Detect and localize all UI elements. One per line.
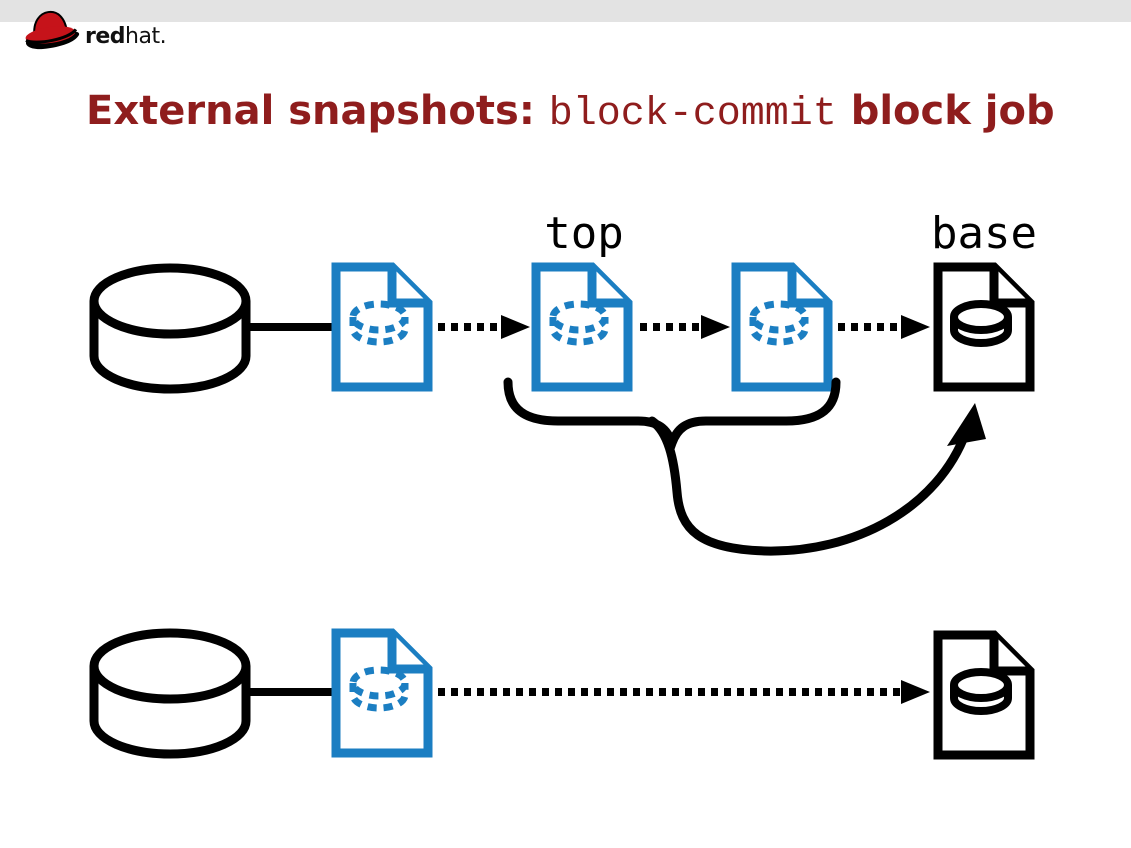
label-base: base bbox=[931, 208, 1037, 259]
base-file-icon bbox=[933, 262, 1035, 392]
disk-cylinder-icon bbox=[89, 263, 251, 394]
arrowhead-icon bbox=[701, 315, 730, 339]
overlay-file-icon bbox=[731, 262, 833, 392]
title-suffix: block job bbox=[836, 88, 1055, 134]
logo-wordmark: redhat. bbox=[85, 24, 167, 49]
arrowhead-icon bbox=[501, 315, 530, 339]
arrowhead-icon bbox=[901, 315, 930, 339]
dotted-arrow bbox=[438, 315, 530, 339]
row-before-commit: top bbox=[89, 208, 1037, 556]
label-top: top bbox=[544, 208, 623, 259]
dotted-arrow bbox=[640, 315, 730, 339]
logo-word-hat: hat. bbox=[125, 24, 167, 49]
overlay-file-icon bbox=[331, 262, 433, 392]
dotted-arrow bbox=[838, 315, 930, 339]
arrowhead-icon bbox=[901, 680, 930, 704]
header-bar bbox=[0, 0, 1131, 22]
base-file-icon bbox=[933, 630, 1035, 760]
commit-arrow bbox=[647, 403, 986, 556]
arrowhead-icon bbox=[947, 403, 986, 446]
title-prefix: External snapshots: bbox=[86, 88, 549, 134]
dotted-arrow bbox=[438, 680, 930, 704]
title-code: block-commit bbox=[548, 92, 837, 137]
redhat-fedora-icon bbox=[25, 10, 80, 50]
disk-cylinder-icon bbox=[89, 628, 251, 759]
overlay-file-icon bbox=[331, 628, 433, 758]
logo-word-red: red bbox=[85, 24, 126, 49]
row-after-commit bbox=[89, 628, 1035, 760]
slide-title: External snapshots: block-commit block j… bbox=[86, 88, 1055, 138]
overlay-file-icon-top bbox=[531, 262, 633, 392]
redhat-logo: redhat. bbox=[20, 8, 167, 50]
